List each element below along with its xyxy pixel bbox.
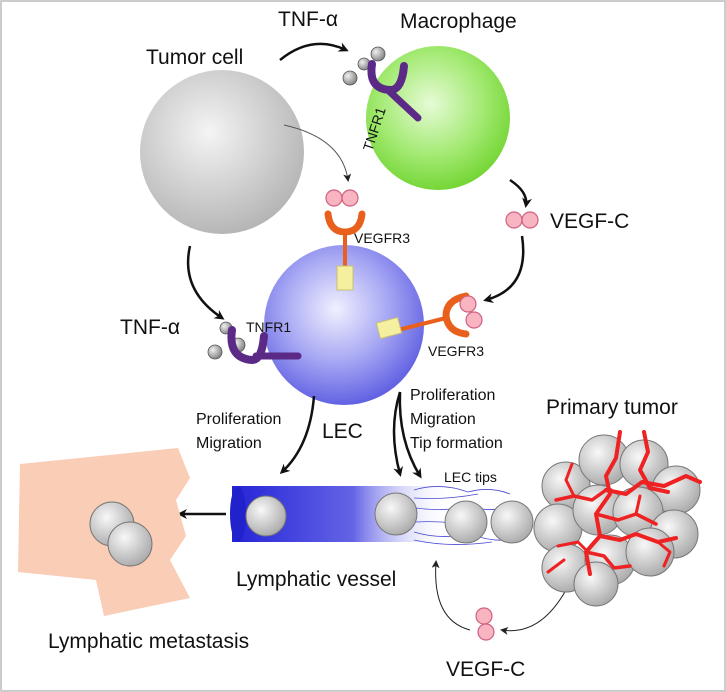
right-effect-tip-formation: Tip formation (410, 435, 503, 452)
vegfr3-top-label: VEGFR3 (354, 230, 410, 246)
kinase-domain-top (336, 265, 354, 291)
tumor-cell (140, 70, 304, 234)
left-effect-proliferation: Proliferation (196, 411, 281, 428)
vegfr3-right-label: VEGFR3 (428, 343, 484, 359)
macrophage-cell (366, 46, 510, 190)
vegf-c-ligand-top (325, 189, 359, 207)
right-effect-proliferation: Proliferation (410, 387, 495, 404)
arrow-lec-to-vessel-left (279, 395, 316, 475)
tnfr1-lec-label: TNFR1 (246, 319, 291, 335)
macrophage-label: Macrophage (400, 10, 517, 33)
arrow-lec-to-vessel-right-1 (392, 391, 403, 477)
tnf-alpha-top-label: TNF-α (278, 8, 338, 31)
tnf-alpha-left-label: TNF-α (120, 316, 180, 339)
lymphatic-metastasis-label: Lymphatic metastasis (48, 630, 249, 653)
arrow-tumor-to-vegfr3 (283, 124, 352, 182)
tumor-cell-label: Tumor cell (146, 46, 243, 69)
right-effect-migration: Migration (410, 411, 476, 428)
arrow-macrophage-to-vegfc (509, 178, 533, 208)
migrating-cell-1 (444, 500, 488, 544)
arrow-tumor-to-macrophage (279, 42, 349, 61)
vegfr3-receptor-right (375, 292, 470, 340)
lec-cell (264, 245, 424, 405)
arrow-vegfc-to-vessel (431, 560, 471, 631)
vegf-c-ligand-secreted (505, 211, 539, 229)
vessel-tumor-cell-2 (374, 492, 418, 536)
tnfr1-receptor-lec (227, 326, 302, 365)
tnf-ligands-top (342, 46, 386, 86)
primary-tumor-label: Primary tumor (546, 396, 678, 419)
arrow-tumor-to-tnf-left (186, 245, 225, 320)
vegfr3-receptor-top (324, 210, 366, 291)
left-effect-migration: Migration (196, 435, 262, 452)
tnfr1-receptor-macrophage (367, 60, 422, 122)
kinase-domain-right (375, 316, 403, 340)
lymphatic-vessel-lumen (230, 486, 246, 542)
vegf-c-right-label: VEGF-C (550, 210, 629, 233)
arrow-lec-to-vessel-right-2 (398, 391, 422, 479)
arrow-vegfc-to-vegfr3 (483, 235, 525, 303)
tumor-blood-vessels (546, 430, 702, 576)
lec-label: LEC (322, 420, 363, 443)
primary-tumor-cluster (533, 434, 701, 607)
metastatic-cell-2 (107, 521, 153, 567)
lec-tips-label: LEC tips (444, 469, 497, 485)
vegf-c-ligand-right-receptor (459, 295, 483, 329)
lymphatic-vessel-label: Lymphatic vessel (236, 568, 396, 591)
vegf-c-ligand-bottom (475, 607, 495, 641)
arrow-tumor-to-vegfc-bottom (500, 589, 567, 635)
vessel-tumor-cell-1 (245, 495, 287, 537)
vegf-c-bottom-label: VEGF-C (446, 658, 525, 681)
migrating-cell-2 (490, 500, 534, 544)
